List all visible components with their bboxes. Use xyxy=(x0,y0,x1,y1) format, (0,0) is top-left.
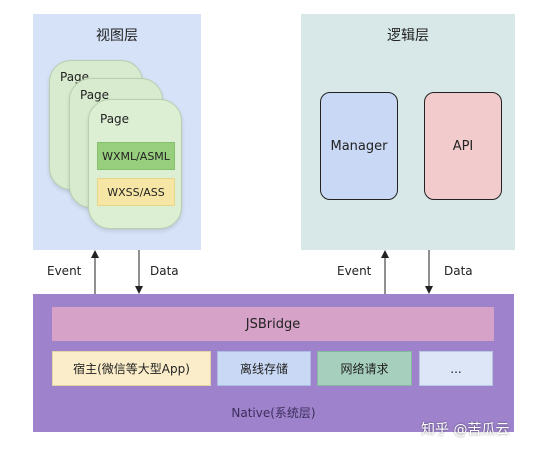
more-box: ... xyxy=(419,351,493,386)
api-box: API xyxy=(424,92,502,200)
native-layer-label: Native(系统层) xyxy=(231,406,316,420)
offline-storage-box: 离线存储 xyxy=(217,351,311,386)
host-app-box: 宿主(微信等大型App) xyxy=(52,351,211,386)
watermark: 知乎 @苦瓜云 xyxy=(421,422,510,438)
logic-layer-title: 逻辑层 xyxy=(387,28,429,44)
network-request-box: 网络请求 xyxy=(317,351,412,386)
left-event-label: Event xyxy=(47,264,82,278)
jsbridge-bar: JSBridge xyxy=(52,307,494,341)
left-data-label: Data xyxy=(150,264,179,278)
view-layer-title: 视图层 xyxy=(96,28,138,44)
page-card-front: Page WXML/ASML WXSS/ASS xyxy=(88,99,182,229)
page-label: Page xyxy=(100,112,130,126)
wxml-box: WXML/ASML xyxy=(97,142,175,170)
page-label: Page xyxy=(80,88,110,102)
manager-box: Manager xyxy=(320,92,398,200)
native-layer: JSBridge 宿主(微信等大型App) 离线存储 网络请求 ... Nati… xyxy=(33,294,514,432)
right-data-label: Data xyxy=(444,264,473,278)
logic-layer: 逻辑层 Manager API xyxy=(301,14,515,250)
right-event-label: Event xyxy=(337,264,372,278)
wxss-box: WXSS/ASS xyxy=(97,178,175,206)
view-layer: 视图层 Page Page Page WXML/ASML WXSS/ASS xyxy=(33,14,201,250)
